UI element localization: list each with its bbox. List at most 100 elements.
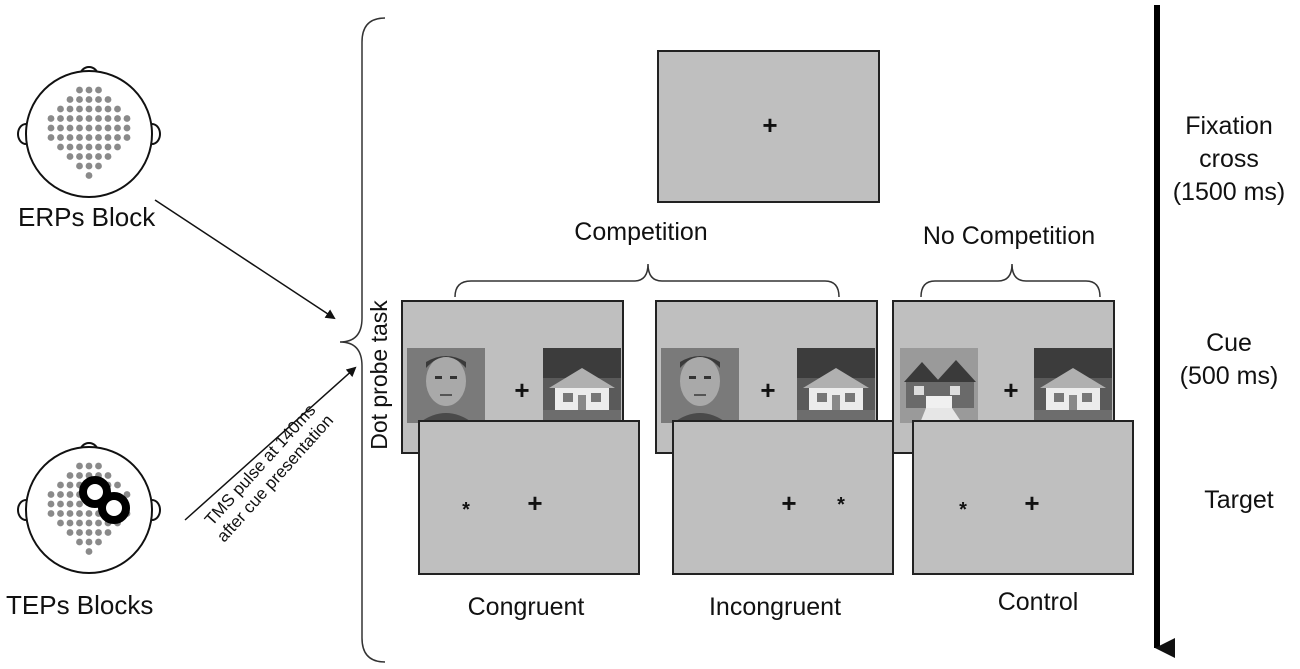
- house-image: [543, 348, 621, 423]
- electrode-dot: [57, 134, 64, 141]
- electrode-dot: [114, 134, 121, 141]
- erps-arrow: [154, 199, 336, 320]
- electrode-dot: [85, 172, 93, 179]
- teps-arrow: [184, 366, 357, 521]
- electrode-dot: [104, 105, 112, 113]
- electrode-dot: [47, 510, 55, 517]
- condition-label-incongruent: Incongruent: [708, 593, 842, 621]
- electrode-dot: [85, 153, 93, 160]
- electrode-dot: [114, 143, 121, 151]
- electrode-dot: [66, 500, 74, 508]
- electrode-dot: [66, 472, 74, 479]
- electrode-dot: [76, 510, 83, 517]
- electrode-dot: [114, 481, 121, 489]
- electrode-dot: [66, 519, 74, 527]
- electrode-dot: [85, 124, 93, 132]
- electrode-dot: [57, 124, 64, 132]
- electrode-dot: [95, 143, 102, 151]
- electrode-dot: [85, 115, 93, 122]
- electrode-dot: [95, 134, 102, 141]
- electrode-dot: [123, 115, 131, 122]
- electrode-dot: [57, 481, 64, 489]
- electrode-dot: [104, 134, 112, 141]
- fixation-time-label: Fixation cross (1500 ms): [1158, 110, 1300, 209]
- electrode-dot: [104, 115, 112, 122]
- electrode-dot: [76, 162, 83, 170]
- electrode-dot: [76, 124, 83, 132]
- electrode-dot: [76, 86, 83, 94]
- probe-star: *: [959, 499, 967, 521]
- electrode-dot: [104, 472, 112, 479]
- electrode-dot: [104, 143, 112, 151]
- electrode-dot: [95, 115, 102, 122]
- fixation-screen: +: [657, 50, 880, 203]
- electrode-dot: [95, 86, 102, 94]
- no-competition-label: No Competition: [922, 222, 1096, 250]
- electrode-dot: [57, 510, 64, 517]
- erps-block-label: ERPs Block: [18, 202, 156, 232]
- electrode-dot: [123, 124, 131, 132]
- electrode-dot: [47, 491, 55, 498]
- electrode-dot: [123, 491, 131, 498]
- electrode-dot: [85, 538, 93, 546]
- condition-label-congruent: Congruent: [467, 593, 585, 621]
- target-time-label: Target: [1204, 486, 1274, 514]
- electrode-dot: [85, 143, 93, 151]
- target-screen-congruent: * +: [418, 420, 640, 575]
- probe-star: *: [837, 494, 845, 516]
- electrode-dot: [66, 491, 74, 498]
- electrode-dot: [95, 153, 102, 160]
- electrode-dot: [85, 134, 93, 141]
- face-image: [407, 348, 485, 423]
- fixation-line1: Fixation: [1185, 112, 1273, 140]
- electrode-dot: [47, 115, 55, 122]
- electrode-dot: [57, 105, 64, 113]
- electrode-dot: [66, 481, 74, 489]
- cue-line2: (500 ms): [1179, 362, 1279, 390]
- electrode-dot: [76, 96, 83, 103]
- electrode-dot: [76, 153, 83, 160]
- teps-head-icon: [17, 442, 161, 574]
- electrode-dot: [47, 500, 55, 508]
- electrode-dot: [76, 134, 83, 141]
- electrode-dot: [104, 124, 112, 132]
- electrode-dot: [57, 500, 64, 508]
- electrode-dot: [85, 510, 93, 517]
- electrode-dot: [104, 153, 112, 160]
- electrode-dot: [66, 124, 74, 132]
- electrode-dot: [85, 462, 93, 470]
- cue-cross: +: [760, 375, 776, 405]
- electrode-dot: [47, 134, 55, 141]
- electrode-dot: [76, 143, 83, 151]
- target-screen-incongruent: + *: [672, 420, 894, 575]
- electrode-dot: [57, 519, 64, 527]
- electrode-dot: [114, 115, 121, 122]
- cue-time-label: Cue (500 ms): [1158, 327, 1300, 393]
- electrode-dot: [123, 134, 131, 141]
- electrode-dot: [114, 105, 121, 113]
- electrode-dot: [76, 472, 83, 479]
- electrode-dot: [66, 510, 74, 517]
- electrode-dot: [76, 538, 83, 546]
- electrode-dot: [85, 96, 93, 103]
- electrode-dot: [66, 115, 74, 122]
- competition-brace: [454, 263, 840, 298]
- target-screen-control: * +: [912, 420, 1134, 575]
- electrode-dot: [95, 519, 102, 527]
- electrode-dot: [85, 86, 93, 94]
- electrode-dot: [76, 462, 83, 470]
- no-competition-brace: [920, 263, 1101, 298]
- target-cross: +: [781, 488, 797, 518]
- electrode-dot: [95, 124, 102, 132]
- cue-line1: Cue: [1206, 329, 1252, 357]
- electrode-dot: [76, 105, 83, 113]
- electrode-dot: [76, 529, 83, 536]
- fixation-line3: (1500 ms): [1172, 178, 1286, 206]
- house-image: [797, 348, 875, 423]
- electrode-dot: [66, 153, 74, 160]
- electrode-dot: [85, 548, 93, 555]
- electrode-dot: [76, 115, 83, 122]
- electrode-dot: [76, 519, 83, 527]
